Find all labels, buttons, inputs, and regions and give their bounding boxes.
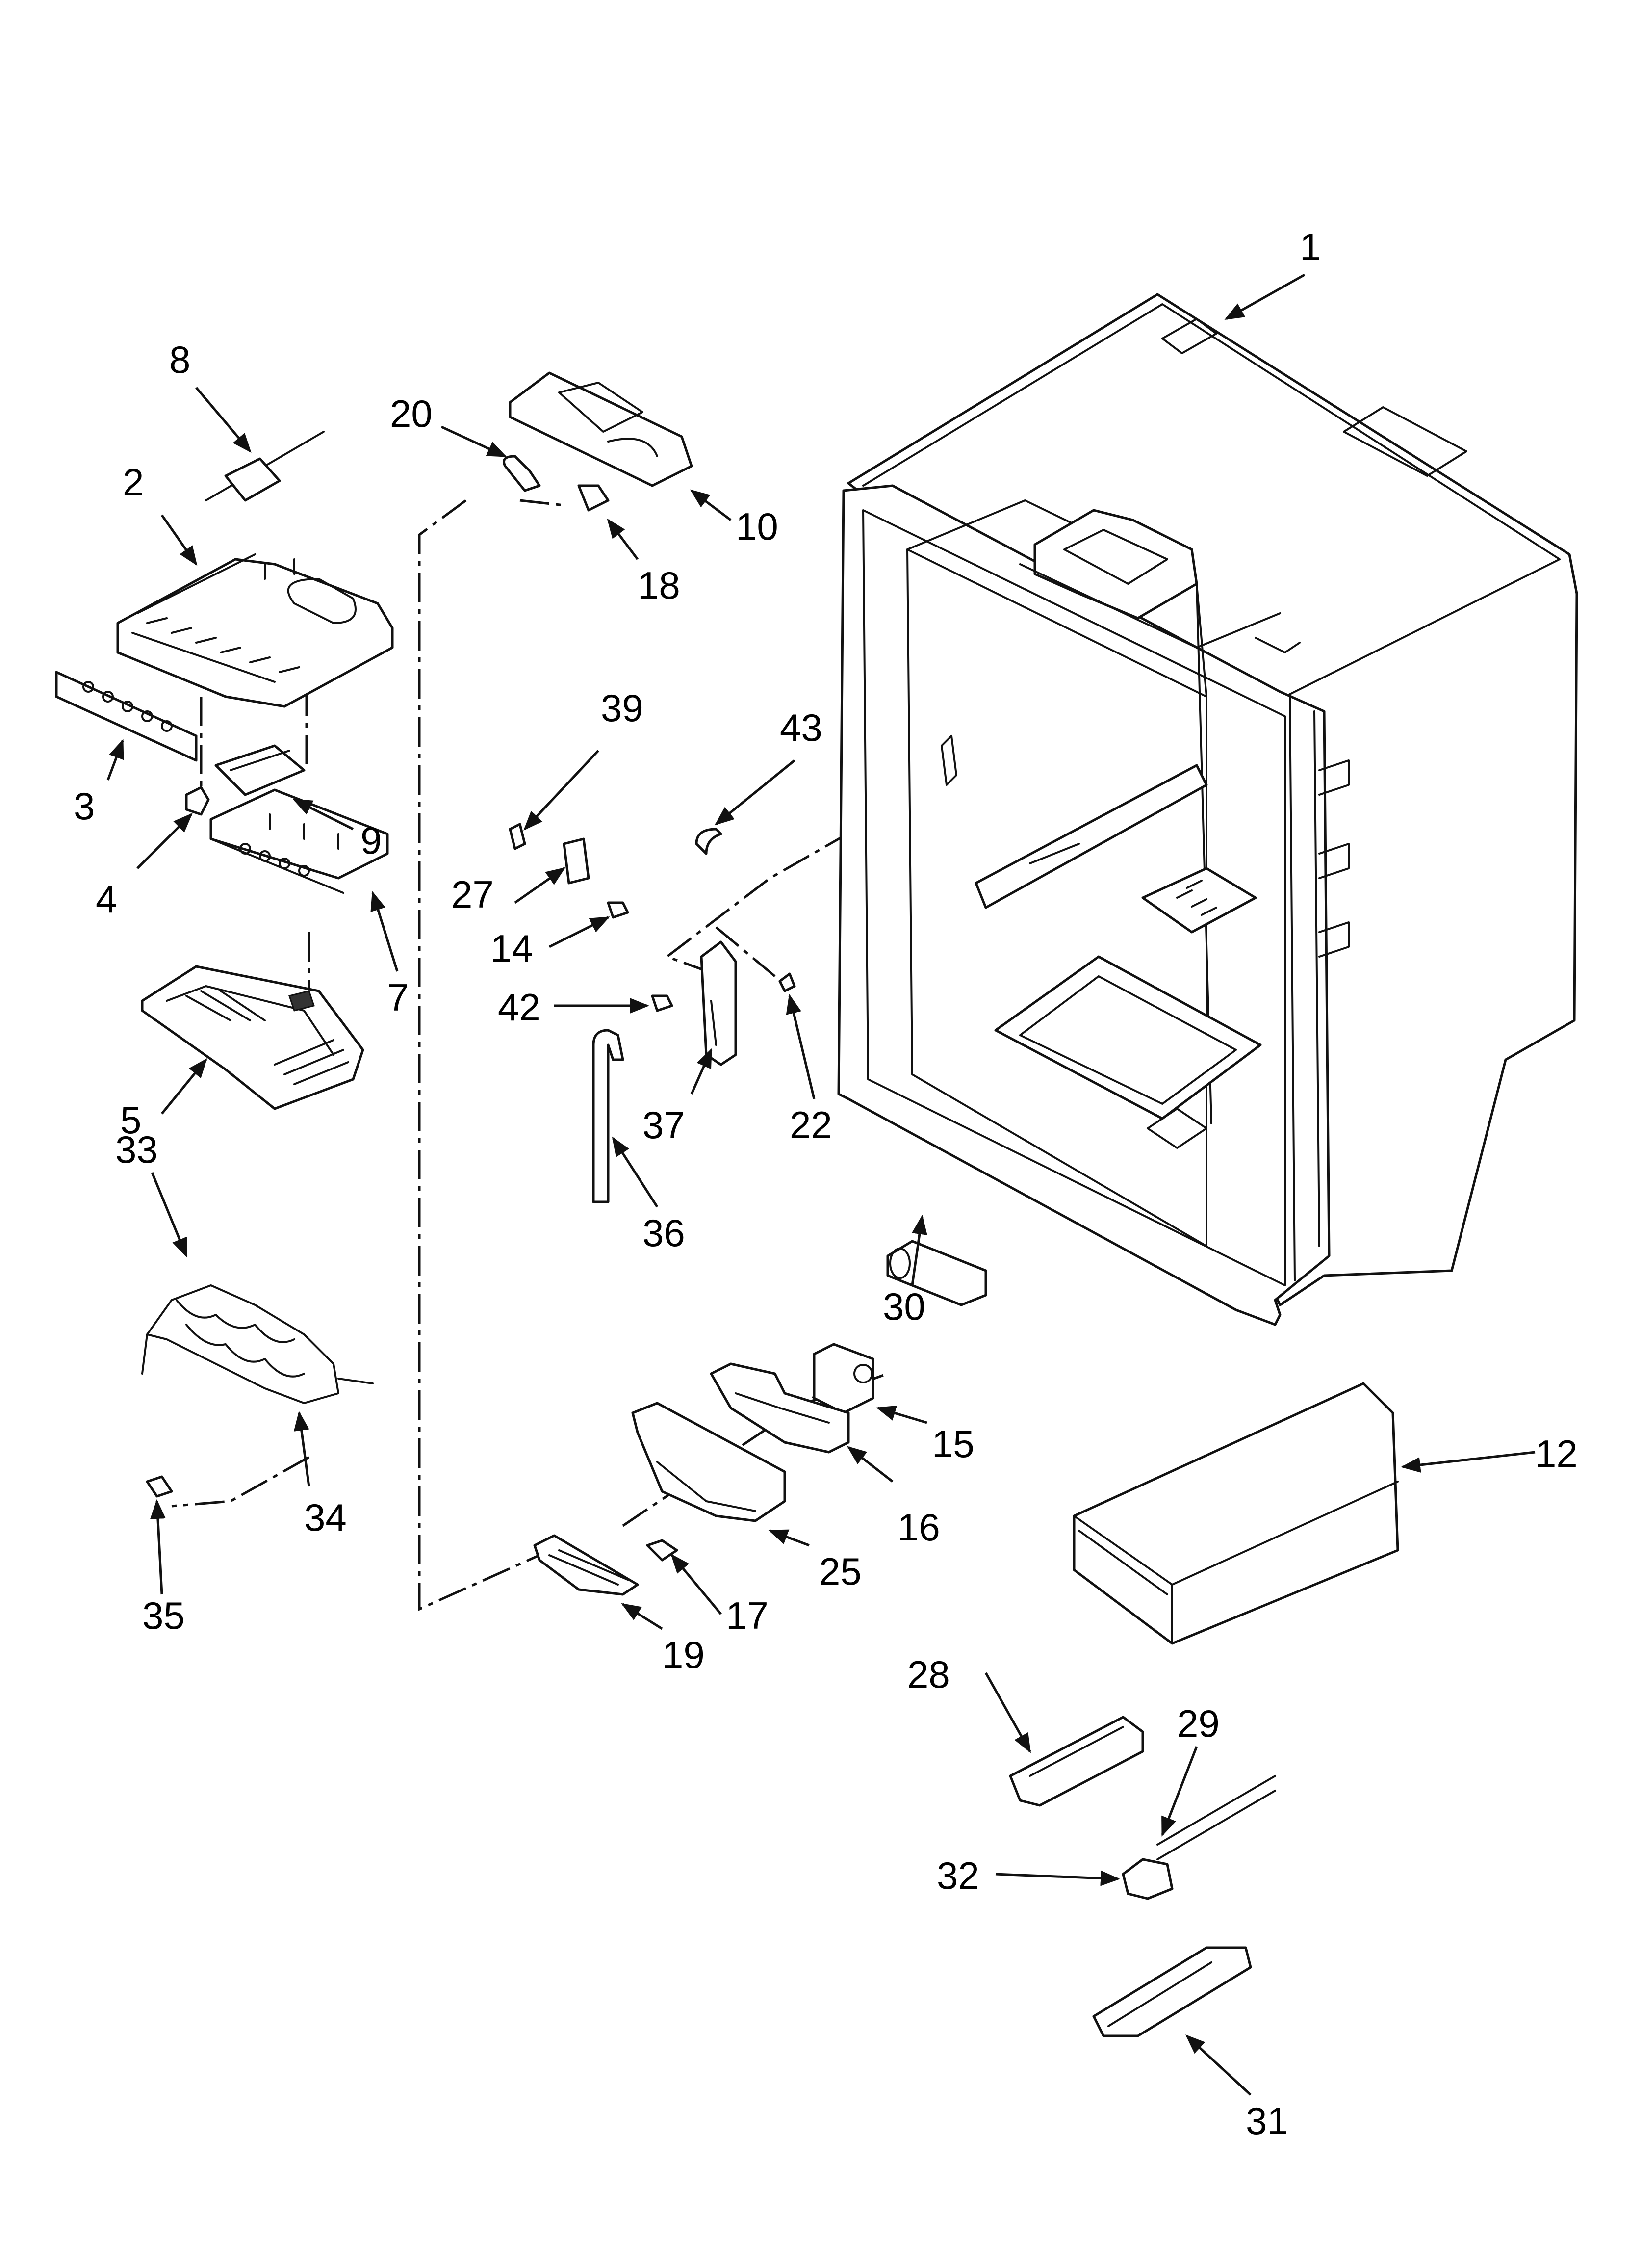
tube-part	[592, 1029, 624, 1203]
fan-cover-part	[509, 371, 693, 487]
callout-7: 7	[387, 976, 409, 1019]
callout-42: 42	[498, 986, 540, 1029]
bracket-part	[214, 744, 306, 796]
callout-8: 8	[169, 338, 190, 381]
callout-12: 12	[1535, 1432, 1578, 1475]
callout-17: 17	[726, 1594, 769, 1637]
callout-3: 3	[74, 784, 95, 828]
capacitor-part	[205, 431, 325, 502]
callout-28: 28	[907, 1653, 950, 1696]
liner-part	[837, 293, 1578, 1326]
callout-31: 31	[1246, 2099, 1288, 2142]
bulb-part	[503, 455, 610, 512]
water-filter-housing-part	[710, 1362, 850, 1454]
callout-34: 34	[304, 1496, 347, 1539]
callout-16: 16	[898, 1506, 940, 1549]
callout-1: 1	[1300, 225, 1321, 268]
callout-35: 35	[142, 1594, 185, 1637]
filter-part	[886, 1240, 987, 1306]
callout-18: 18	[638, 564, 680, 607]
thermostat-part	[1009, 1716, 1144, 1807]
sensor-part	[1122, 1775, 1276, 1900]
callout-10: 10	[736, 505, 778, 548]
leader-lines	[106, 273, 1536, 2096]
callout-22: 22	[790, 1103, 832, 1147]
clips-part	[509, 823, 722, 1012]
lower-cover-part	[631, 1402, 786, 1522]
grille-part	[533, 1534, 639, 1596]
valve-part	[813, 1343, 874, 1414]
callout-5: 5	[120, 1098, 141, 1142]
callout-36: 36	[642, 1211, 685, 1254]
heater-assembly-part	[141, 1284, 374, 1498]
screw-part-17	[646, 1539, 678, 1562]
callout-19: 19	[662, 1633, 705, 1676]
callout-27: 27	[451, 873, 494, 916]
switch-part	[185, 786, 210, 816]
callout-2: 2	[123, 461, 144, 504]
callout-15: 15	[932, 1422, 975, 1465]
callout-25: 25	[819, 1550, 862, 1593]
callout-4: 4	[96, 878, 117, 921]
callout-32: 32	[937, 1854, 979, 1897]
screw-part-22	[778, 972, 796, 992]
callout-30: 30	[883, 1285, 925, 1328]
callout-20: 20	[390, 392, 433, 435]
control-housing-part	[116, 553, 394, 708]
control-board-part	[209, 788, 389, 894]
bin-part	[1073, 1382, 1399, 1645]
callout-9: 9	[360, 819, 382, 862]
callout-43: 43	[780, 706, 822, 749]
callout-14: 14	[490, 927, 533, 970]
light-shield-part	[141, 965, 364, 1110]
callout-37: 37	[642, 1103, 685, 1147]
tray-part	[1092, 1946, 1252, 2037]
callout-33: 33	[115, 1128, 158, 1171]
thermistor-housing-part	[700, 940, 737, 1066]
overlay-strip-part	[55, 671, 198, 762]
callout-29: 29	[1177, 1702, 1220, 1745]
callout-39: 39	[601, 686, 643, 730]
callout-labels: 1 2 3 4 5 7 8 9 10 12 14 15 16 17 18 19 …	[74, 225, 1578, 2142]
